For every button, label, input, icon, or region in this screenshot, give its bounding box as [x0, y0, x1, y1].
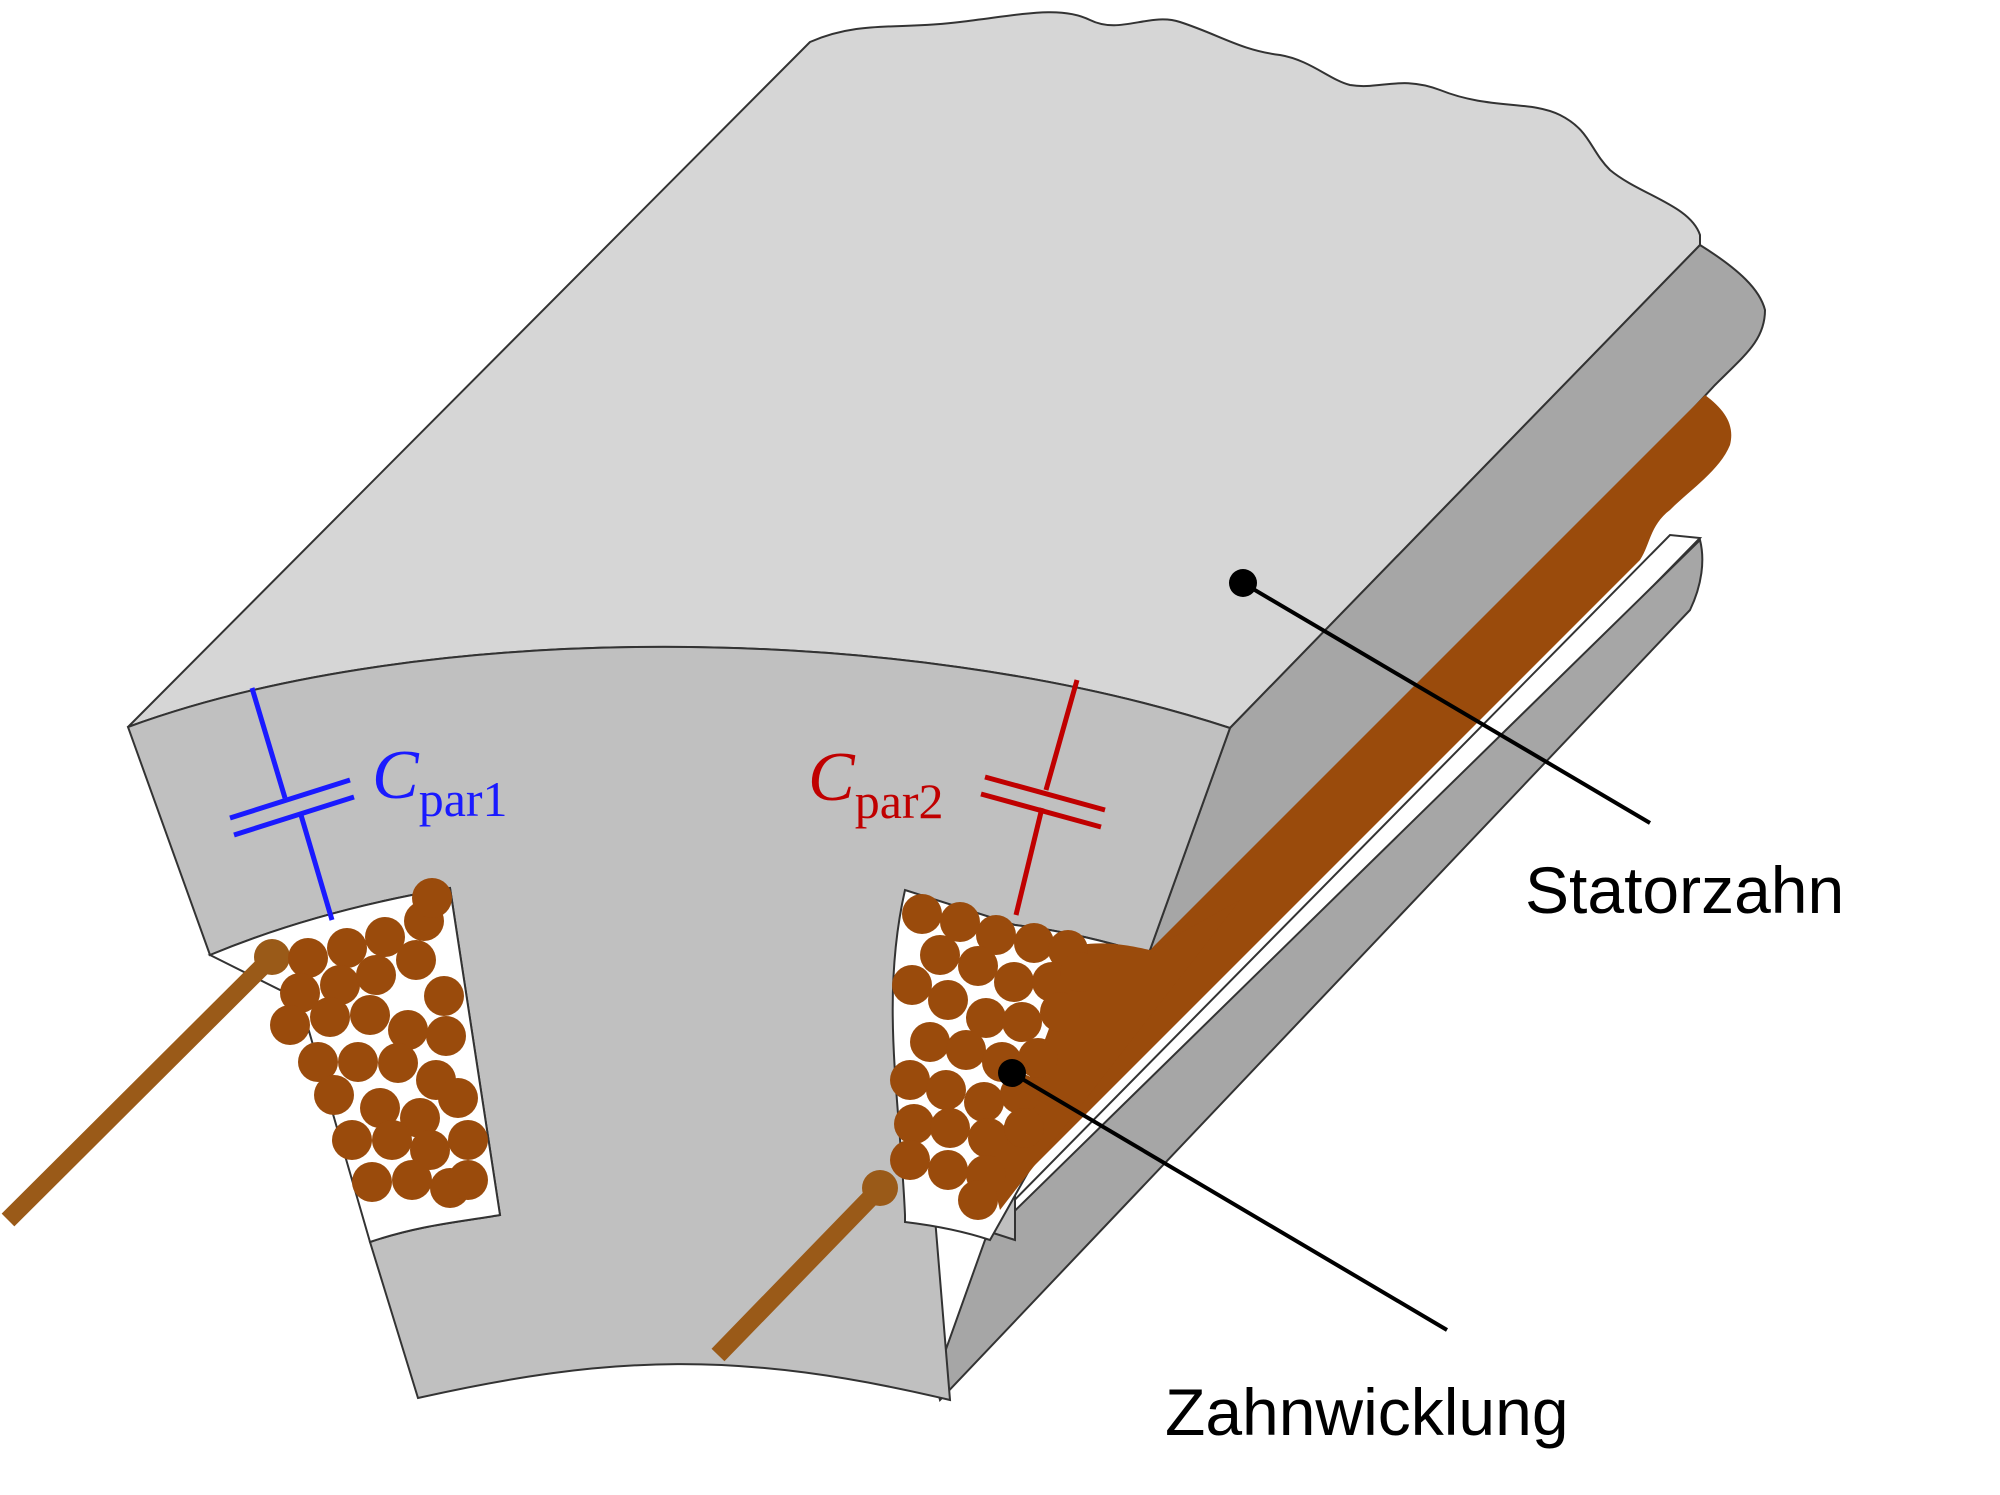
statorzahn-label: Statorzahn — [1525, 853, 1844, 927]
right-slot-conductor — [966, 998, 1006, 1038]
left-slot-conductor — [396, 940, 436, 980]
left-slot-conductor — [438, 1078, 478, 1118]
right-slot-conductor — [994, 962, 1034, 1002]
left-slot-conductor — [392, 1160, 432, 1200]
right-slot-conductor — [894, 1104, 934, 1144]
left-slot-conductor — [350, 995, 390, 1035]
left-slot-conductor — [270, 1005, 310, 1045]
cpar2-label: Cpar2 — [808, 739, 944, 829]
right-slot-conductor — [910, 1022, 950, 1062]
cpar1-label: Cpar1 — [372, 737, 508, 827]
capacitor-cpar1 — [229, 687, 355, 921]
zahnwicklung-label: Zahnwicklung — [1165, 1375, 1569, 1449]
right-slot-conductor — [1014, 923, 1054, 963]
left-slot-conductor — [288, 938, 328, 978]
left-slot-conductor — [426, 1016, 466, 1056]
right-slot-conductor — [1060, 952, 1100, 992]
left-slot-conductor — [298, 1042, 338, 1082]
left-slot-conductor — [338, 1042, 378, 1082]
right-slot-conductor — [902, 894, 942, 934]
left-slot-conductor — [372, 1120, 412, 1160]
conductors-right — [890, 894, 1100, 1220]
left-slot-conductor — [332, 1120, 372, 1160]
left-slot-conductor — [360, 1088, 400, 1128]
left-slot-conductor — [448, 1160, 488, 1200]
statorzahn-leader — [1241, 581, 1652, 825]
zahnwicklung-marker — [998, 1059, 1026, 1087]
stator-lower-side — [933, 538, 1704, 1403]
wire-lead-right — [711, 1181, 887, 1362]
wire-lead-left — [1, 950, 279, 1227]
right-slot-conductor — [892, 965, 932, 1005]
right-slot-conductor — [940, 902, 980, 942]
capacitor-cpar2 — [980, 679, 1106, 916]
right-slot-conductor — [976, 915, 1016, 955]
right-slot-conductor — [968, 1118, 1008, 1158]
left-slot-conductor — [356, 955, 396, 995]
cpar2-plate-top — [984, 774, 1106, 813]
right-slot-conductor — [1004, 1108, 1044, 1148]
right-slot-conductor — [928, 1150, 968, 1190]
right-slot-conductor — [890, 1140, 930, 1180]
left-slot-conductor — [320, 965, 360, 1005]
left-slot-conductor — [424, 976, 464, 1016]
wire-lead-left-end — [254, 939, 290, 975]
left-slot-conductor — [310, 997, 350, 1037]
left-slot-conductor — [352, 1162, 392, 1202]
right-slot-conductor — [946, 1030, 986, 1070]
right-slot-conductor — [1002, 1002, 1042, 1042]
left-slot-conductor — [410, 1130, 450, 1170]
conductors-left — [270, 878, 488, 1208]
left-slot-conductor — [400, 1098, 440, 1138]
cpar1-plate-top — [229, 777, 351, 821]
statorzahn-marker — [1229, 569, 1257, 597]
right-slot-conductor — [928, 980, 968, 1020]
right-slot-conductor — [926, 1070, 966, 1110]
right-slot-conductor — [964, 1082, 1004, 1122]
right-slot-conductor — [890, 1060, 930, 1100]
right-slot-conductor — [920, 935, 960, 975]
left-slot-conductor — [378, 1043, 418, 1083]
right-slot-conductor — [958, 1180, 998, 1220]
cpar1-lead-top — [249, 687, 288, 799]
wire-lead-right-end — [862, 1170, 898, 1206]
cpar1-plate-bottom — [233, 794, 355, 838]
cpar2-lead-bottom — [1013, 807, 1045, 916]
right-slot-conductor — [1018, 1038, 1058, 1078]
left-slot-conductor — [280, 973, 320, 1013]
stator-side-face — [1148, 243, 1767, 960]
left-slot-conductor — [365, 917, 405, 957]
left-slot-conductor — [412, 878, 452, 918]
winding-side-stripe — [980, 395, 1732, 1210]
winding-right-bulk — [985, 900, 1240, 1210]
left-slot-conductor — [314, 1075, 354, 1115]
cpar2-lead-top — [1043, 679, 1080, 791]
left-slot-conductor — [448, 1120, 488, 1160]
right-slot-conductor — [1040, 992, 1080, 1032]
zahnwicklung-leader — [1010, 1071, 1449, 1332]
left-slot-conductor — [388, 1010, 428, 1050]
cpar1-lead-bottom — [298, 814, 335, 921]
right-slot-conductor — [958, 946, 998, 986]
right-slot-conductor — [930, 1108, 970, 1148]
left-slot-conductor — [327, 928, 367, 968]
